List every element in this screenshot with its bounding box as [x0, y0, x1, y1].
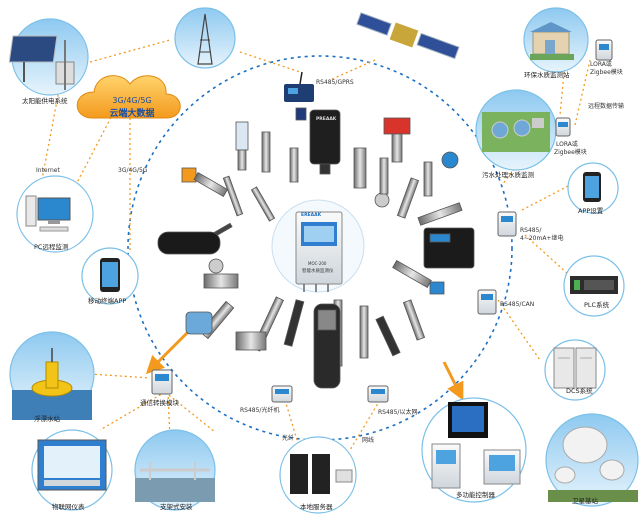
label-rs485-4-20-line2: 4~20mA+继电: [520, 235, 564, 242]
label-plc: PLC系统: [584, 301, 610, 309]
ethernet-module: [367, 385, 389, 403]
label-lora-2: LORA或: [556, 141, 578, 148]
solar-system-node: [8, 18, 89, 96]
app-setting-node: [567, 162, 619, 214]
lora-module-2: [555, 117, 571, 137]
satellite-base-node: [545, 413, 639, 507]
label-server: 本地服务器: [300, 503, 333, 511]
gprs-module: [284, 71, 314, 102]
cloud-shape: [76, 75, 181, 119]
cloud-line-1: 3G/4G/5G: [112, 96, 152, 105]
lora-module-1: [595, 39, 613, 61]
label-satellite: 卫星基站: [572, 497, 598, 505]
central-monitor: [271, 199, 365, 293]
label-sewage: 污水处理水质监测: [482, 171, 534, 179]
label-converter: 通信转换模块: [140, 399, 179, 407]
label-fiber: 光纤: [282, 435, 295, 442]
label-rs485-can: RS485/CAN: [500, 301, 535, 308]
label-zigbee-1: Zigbee模块: [590, 69, 623, 76]
label-multi: 多功能控制器: [456, 491, 495, 499]
label-internet: Internet: [36, 167, 60, 174]
label-3g4g5g: 3G/4G/5G: [118, 167, 148, 174]
label-bracket: 支架式安装: [160, 503, 193, 511]
label-rs485-eth: RS485/以太网: [378, 409, 418, 416]
iot-meter-node: [31, 429, 113, 511]
label-network: 网线: [362, 437, 375, 444]
center-brand: EREAAK: [301, 213, 322, 218]
buoy-node: [9, 331, 95, 420]
pc-node: [16, 175, 94, 253]
label-rs485-fiber: RS485/光纤机: [240, 407, 280, 414]
center-model: MOC-200: [308, 261, 327, 266]
bracket-node: [134, 429, 216, 511]
label-solar: 太阳能供电系统: [22, 97, 68, 105]
label-app-mobile: 移动终端APP: [88, 297, 127, 305]
plc-node: [563, 255, 625, 317]
converter-module: [151, 369, 173, 395]
arrow-right: [442, 361, 464, 401]
tower-node: [174, 7, 236, 69]
center-name: 智能水质监测仪: [302, 269, 334, 274]
fiber-module: [271, 385, 293, 403]
probe-set: [157, 107, 475, 389]
label-lora-1: LORA或: [590, 61, 612, 68]
rs485-module-2: [477, 289, 497, 315]
label-iot: 物联网仪表: [52, 503, 85, 511]
probe-brand: PREAAK: [316, 117, 337, 122]
label-buoy: 浮漂水站: [34, 415, 60, 423]
sewage-node: [475, 89, 557, 171]
cloud-line-2: 云端大数据: [109, 109, 155, 119]
label-app-set: APP设置: [578, 207, 604, 215]
label-env-station: 环保水质监测站: [524, 71, 570, 79]
arrow-left: [145, 328, 192, 375]
multi-controller-node: [421, 397, 527, 503]
label-dcs: DCS系统: [566, 387, 593, 395]
satellite-node: [356, 12, 460, 60]
label-pc: PC远程监测: [34, 243, 69, 251]
rs485-module-1: [497, 211, 517, 237]
dcs-node: [544, 339, 606, 401]
label-zigbee-2: Zigbee模块: [554, 149, 587, 156]
env-station-node: [523, 7, 589, 73]
mobile-node: [81, 247, 139, 305]
label-rs485-4-20-line1: RS485/: [520, 227, 542, 234]
label-remote: 远程数据传输: [588, 103, 625, 110]
label-rs485-gprs: RS485/GPRS: [316, 79, 354, 86]
server-node: [279, 436, 357, 514]
